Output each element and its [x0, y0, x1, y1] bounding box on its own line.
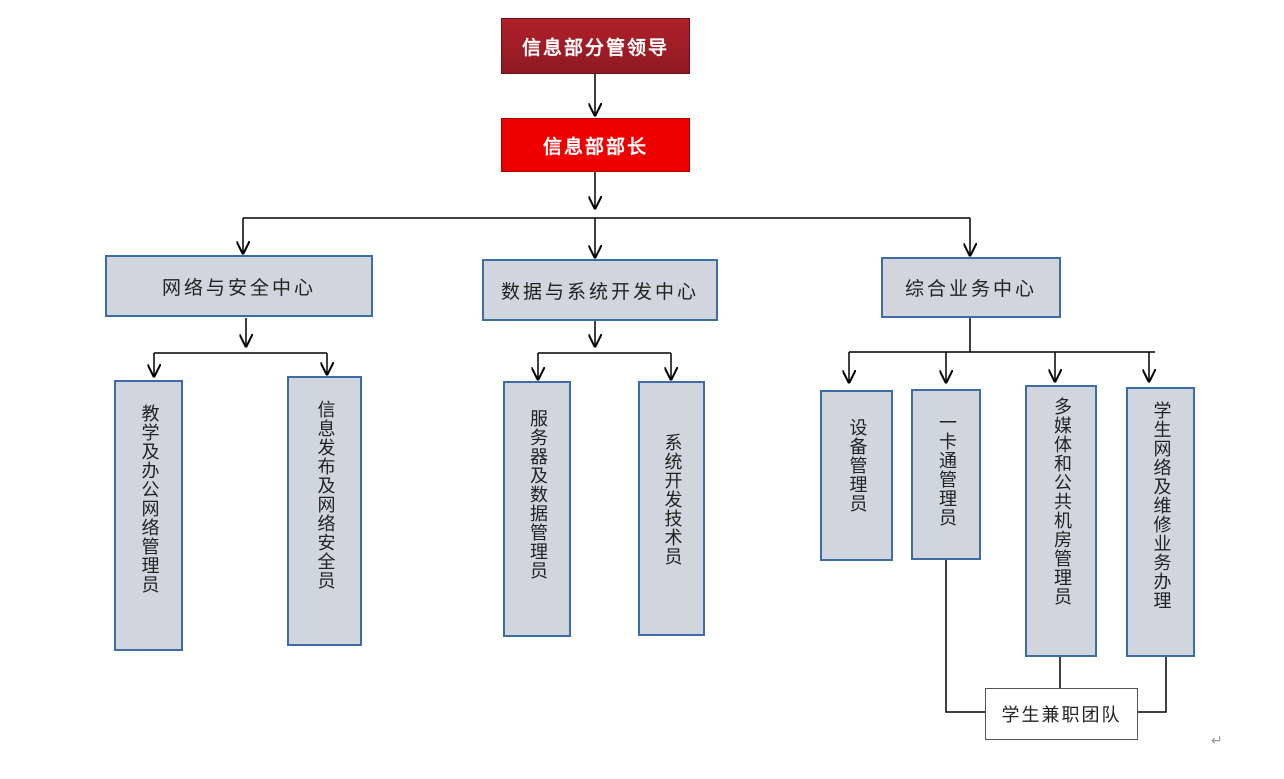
role-student-net-box: 学生网络及维修业务办理 — [1126, 387, 1195, 657]
role-card-label: 一卡通管理员 — [936, 413, 957, 527]
role-server-label: 服务器及数据管理员 — [527, 409, 548, 580]
lead-label: 信息部分管领导 — [521, 36, 669, 59]
role-sysdev-label: 系统开发技术员 — [661, 433, 683, 566]
role-student-net-label: 学生网络及维修业务办理 — [1150, 401, 1172, 610]
center-network-label: 网络与安全中心 — [161, 276, 316, 299]
line-card-to-team — [945, 560, 987, 713]
team-box: 学生兼职团队 — [985, 688, 1138, 740]
role-info-label: 信息发布及网络安全员 — [314, 400, 336, 590]
role-teaching-label: 教学及办公网络管理员 — [138, 404, 160, 594]
role-multimedia-label: 多媒体和公共机房管理员 — [1051, 397, 1072, 606]
role-sysdev-box: 系统开发技术员 — [638, 381, 705, 636]
paragraph-mark: ↵ — [1211, 733, 1223, 749]
role-teaching-box: 教学及办公网络管理员 — [114, 380, 183, 651]
role-info-box: 信息发布及网络安全员 — [287, 376, 362, 646]
head-box: 信息部部长 — [501, 118, 690, 172]
role-multimedia-box: 多媒体和公共机房管理员 — [1025, 385, 1097, 657]
role-equipment-label: 设备管理员 — [846, 418, 868, 513]
role-equipment-box: 设备管理员 — [820, 390, 893, 561]
center-data-label: 数据与系统开发中心 — [500, 280, 699, 303]
center-general-label: 综合业务中心 — [904, 278, 1037, 300]
lead-box: 信息部分管领导 — [501, 18, 690, 74]
center-data-box: 数据与系统开发中心 — [482, 259, 718, 321]
head-label: 信息部部长 — [542, 135, 648, 158]
line-studentnet-to-team — [1138, 657, 1167, 713]
role-server-box: 服务器及数据管理员 — [503, 381, 571, 637]
center-network-box: 网络与安全中心 — [105, 255, 373, 317]
role-card-box: 一卡通管理员 — [911, 389, 981, 560]
center-general-box: 综合业务中心 — [881, 257, 1061, 318]
team-label: 学生兼职团队 — [1001, 705, 1122, 726]
